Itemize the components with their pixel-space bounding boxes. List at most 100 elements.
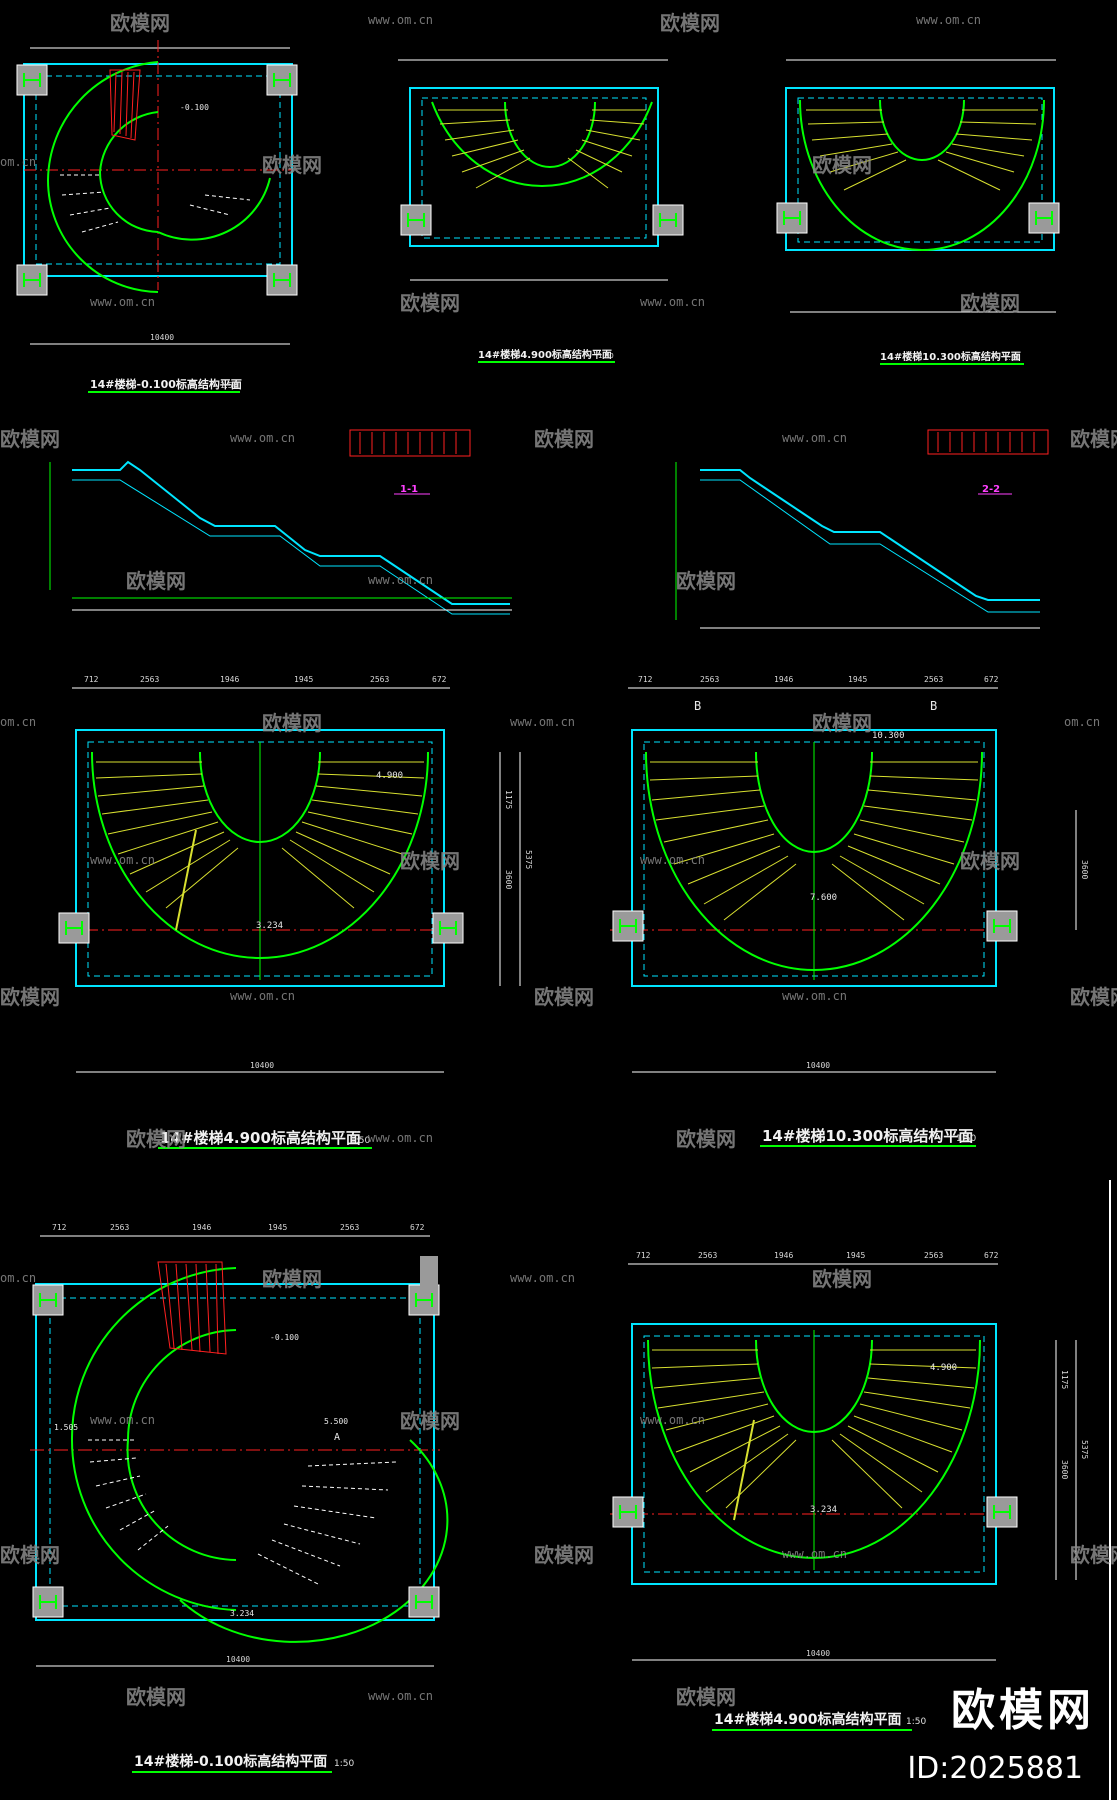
dim-2563: 2563 bbox=[924, 675, 943, 684]
plan-4: 712 2563 1946 1945 2563 672 4.900 bbox=[58, 675, 533, 1149]
dim-712: 712 bbox=[52, 1223, 67, 1232]
watermark-url: www.om.cn bbox=[90, 1413, 155, 1427]
total-dim: 10400 bbox=[150, 333, 174, 342]
elevation-label: 10.300 bbox=[872, 731, 905, 741]
dim-2563: 2563 bbox=[110, 1223, 129, 1232]
watermark-text: 欧模网 bbox=[0, 1543, 60, 1567]
watermark-text: 欧模网 bbox=[126, 569, 186, 593]
watermark-text: 欧模网 bbox=[676, 1685, 736, 1709]
watermark-text: 欧模网 bbox=[676, 1127, 736, 1151]
watermark-text: 欧模网 bbox=[110, 11, 170, 35]
dim-2563: 2563 bbox=[340, 1223, 359, 1232]
caption-scale: 1:50 bbox=[334, 1759, 354, 1769]
elevation-label: 3.234 bbox=[810, 1505, 837, 1515]
dim-1946: 1946 bbox=[774, 1251, 793, 1260]
watermark-url: www.om.cn bbox=[640, 1413, 705, 1427]
watermark-text: 欧模网 bbox=[960, 291, 1020, 315]
caption-scale: 1:50 bbox=[598, 352, 614, 360]
section-cut-marker: A bbox=[334, 1432, 340, 1443]
dim-2563: 2563 bbox=[698, 1251, 717, 1260]
watermark-url: www.om.cn bbox=[368, 573, 433, 587]
section-cut-marker: B bbox=[930, 699, 937, 713]
watermark-text: 欧模网 bbox=[534, 985, 594, 1009]
watermark-url: www.om.cn bbox=[368, 13, 433, 27]
caption-scale: 1:50 bbox=[906, 1717, 926, 1727]
dim-712: 712 bbox=[636, 1251, 651, 1260]
dim-1945: 1945 bbox=[294, 675, 313, 684]
elevation-label: -0.100 bbox=[270, 1333, 299, 1342]
plan-6: 712 2563 1946 1945 2563 672 bbox=[30, 1223, 449, 1773]
watermark-text: 欧模网 bbox=[400, 1409, 460, 1433]
dim-1175: 1175 bbox=[1060, 1370, 1069, 1389]
watermark-url: om.cn bbox=[1064, 715, 1100, 729]
caption-scale: 1:50 bbox=[220, 381, 238, 390]
caption-plan-2: 14#楼梯4.900标高结构平面 bbox=[478, 348, 612, 361]
watermark-text: 欧模网 bbox=[0, 427, 60, 451]
watermark-url: www.om.cn bbox=[368, 1131, 433, 1145]
dim-1945: 1945 bbox=[846, 1251, 865, 1260]
watermark-url: www.om.cn bbox=[640, 295, 705, 309]
watermark-text: 欧模网 bbox=[534, 1543, 594, 1567]
watermark-text: 欧模网 bbox=[812, 1267, 872, 1291]
plan-3: 14#楼梯10.300标高结构平面 1:50 bbox=[776, 59, 1060, 365]
elevation-label: 3.234 bbox=[256, 921, 283, 931]
total-dim: 10400 bbox=[226, 1655, 250, 1664]
watermark-url: www.om.cn bbox=[782, 1547, 847, 1561]
elevation-label: 5.500 bbox=[324, 1417, 348, 1426]
dim-2563: 2563 bbox=[370, 675, 389, 684]
watermark-text: 欧模网 bbox=[262, 153, 322, 177]
dim-3600: 3600 bbox=[1060, 1460, 1069, 1479]
plan-2: 14#楼梯4.900标高结构平面 1:50 bbox=[398, 59, 684, 363]
caption-plan-3: 14#楼梯10.300标高结构平面 bbox=[880, 350, 1021, 363]
dim-2563: 2563 bbox=[700, 675, 719, 684]
watermark-text: 欧模网 bbox=[262, 711, 322, 735]
dim-1946: 1946 bbox=[774, 675, 793, 684]
watermark-url: www.om.cn bbox=[510, 715, 575, 729]
dim-712: 712 bbox=[84, 675, 99, 684]
dim-2563: 2563 bbox=[924, 1251, 943, 1260]
elevation-label: 4.900 bbox=[376, 771, 403, 781]
dim-5375: 5375 bbox=[524, 850, 533, 869]
watermark-url: www.om.cn bbox=[916, 13, 981, 27]
section-detail-1-1: 1-1 bbox=[349, 429, 471, 495]
watermark-text: 欧模网 bbox=[534, 427, 594, 451]
section-profile-2 bbox=[675, 462, 1040, 629]
dim-672: 672 bbox=[984, 1251, 999, 1260]
elevation-label: 4.900 bbox=[930, 1363, 957, 1373]
dim-1946: 1946 bbox=[220, 675, 239, 684]
watermark-text: 欧模网 bbox=[812, 711, 872, 735]
watermark-url: www.om.cn bbox=[510, 1271, 575, 1285]
section-detail-2-2: 2-2 bbox=[927, 429, 1049, 495]
dim-1946: 1946 bbox=[192, 1223, 211, 1232]
total-dim: 10400 bbox=[806, 1649, 830, 1658]
dim-672: 672 bbox=[432, 675, 447, 684]
watermark-url: om.cn bbox=[0, 155, 36, 169]
dim-5375: 5375 bbox=[1080, 1440, 1089, 1459]
dim-3600: 3600 bbox=[504, 870, 513, 889]
dim-1175: 1175 bbox=[504, 790, 513, 809]
dim-672: 672 bbox=[984, 675, 999, 684]
watermark-url: www.om.cn bbox=[782, 431, 847, 445]
section-mark-1-1: 1-1 bbox=[400, 484, 418, 495]
watermark-text: 欧模网 bbox=[126, 1127, 186, 1151]
watermark-text: 欧模网 bbox=[812, 153, 872, 177]
total-dim: 10400 bbox=[250, 1061, 274, 1070]
elevation-label: 7.600 bbox=[810, 893, 837, 903]
plan-1: 10400 -0.100 14#楼梯-0.100标高结构平面 1:50 bbox=[16, 40, 298, 393]
section-profile-1 bbox=[49, 460, 512, 615]
elevation-label: 1.505 bbox=[54, 1423, 78, 1432]
section-mark-2-2: 2-2 bbox=[982, 484, 1000, 495]
elevation-label: -0.100 bbox=[180, 103, 209, 112]
watermark-text: 欧模网 bbox=[400, 849, 460, 873]
caption-plan-6: 14#楼梯-0.100标高结构平面 bbox=[134, 1753, 327, 1770]
dim-2563: 2563 bbox=[140, 675, 159, 684]
watermark-text: 欧模网 bbox=[1070, 1543, 1117, 1567]
dim-712: 712 bbox=[638, 675, 653, 684]
watermark-url: om.cn bbox=[0, 715, 36, 729]
watermark-url: www.om.cn bbox=[230, 431, 295, 445]
caption-plan-5: 14#楼梯10.300标高结构平面 bbox=[762, 1127, 973, 1145]
image-id-label: ID:2025881 bbox=[907, 1751, 1083, 1786]
watermark-url: www.om.cn bbox=[782, 989, 847, 1003]
section-cut-marker: B bbox=[694, 699, 701, 713]
